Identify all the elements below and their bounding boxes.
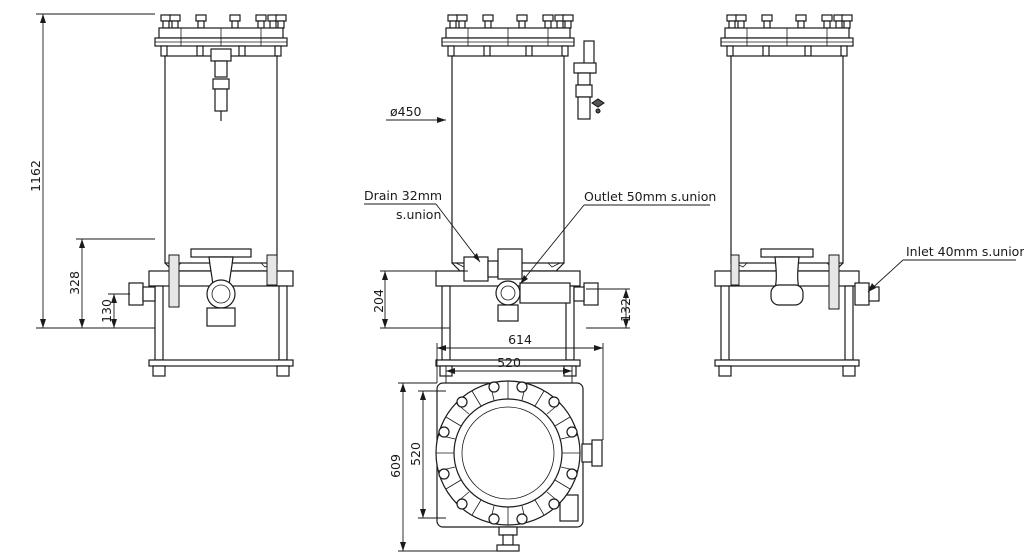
dim-diameter: ø450 bbox=[390, 104, 422, 119]
dim-top-width-520: 520 bbox=[497, 355, 521, 370]
center-view bbox=[435, 15, 605, 377]
inlet-callout: Inlet 40mm s.union bbox=[906, 244, 1024, 259]
dim-overall-height: 1162 bbox=[28, 160, 43, 192]
drain-callout-line1: Drain 32mm bbox=[364, 188, 442, 203]
dim-top-depth-609: 609 bbox=[388, 454, 403, 478]
center-dimensions: ø450 204 132 Drain 32mm s.union Outlet 5… bbox=[364, 104, 716, 329]
dim-outlet-height: 204 bbox=[371, 289, 386, 313]
dim-inlet-height: 132 bbox=[618, 298, 633, 322]
dim-top-depth-520: 520 bbox=[408, 442, 423, 466]
right-view bbox=[714, 15, 880, 377]
top-dimensions: 614 520 609 520 bbox=[388, 332, 604, 552]
front-dimensions: 1162 328 130 bbox=[28, 13, 155, 329]
top-view bbox=[435, 380, 603, 552]
dim-base-height: 328 bbox=[67, 271, 82, 295]
outlet-callout: Outlet 50mm s.union bbox=[584, 189, 716, 204]
front-view bbox=[128, 15, 294, 377]
dim-side-port-height: 130 bbox=[99, 299, 114, 323]
drain-callout-line2: s.union bbox=[396, 207, 441, 222]
dim-top-width-614: 614 bbox=[508, 332, 532, 347]
right-callouts: Inlet 40mm s.union bbox=[867, 244, 1024, 293]
